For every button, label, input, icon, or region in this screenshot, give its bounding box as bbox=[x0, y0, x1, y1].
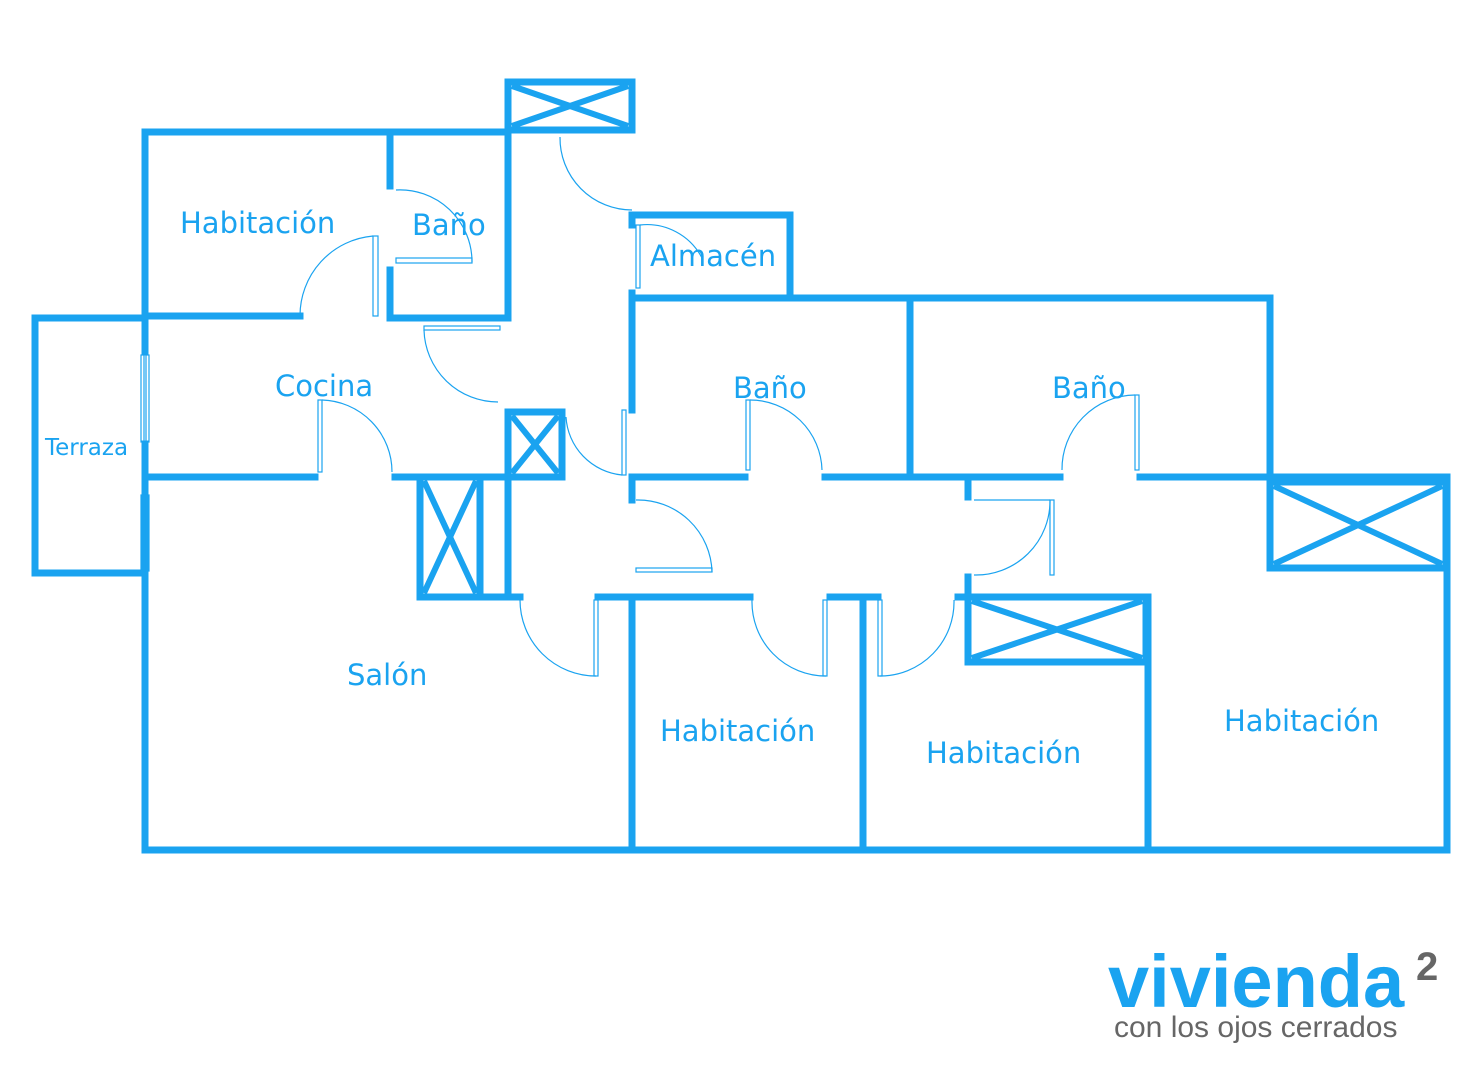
door-salon bbox=[519, 599, 599, 677]
label-salon: Salón bbox=[347, 658, 427, 692]
label-habitacion-1: Habitación bbox=[180, 206, 335, 240]
door-cocina-corridor bbox=[565, 409, 627, 476]
label-almacen: Almacén bbox=[650, 239, 776, 273]
shaft-hab4 bbox=[1266, 478, 1450, 572]
shaft-top bbox=[504, 78, 636, 134]
door-terraza-2 bbox=[140, 494, 150, 572]
logo-tagline: con los ojos cerrados bbox=[1114, 1011, 1398, 1044]
wall-almacen bbox=[628, 211, 794, 302]
logo-superscript: 2 bbox=[1416, 945, 1439, 989]
door-cocina-bottom bbox=[317, 399, 393, 473]
door-terraza-1 bbox=[140, 354, 150, 443]
room-labels: Habitación Baño Almacén Cocina Terraza B… bbox=[44, 206, 1379, 770]
door-corridor-right bbox=[973, 499, 1055, 576]
label-bano-1: Baño bbox=[412, 208, 486, 242]
label-bano-2: Baño bbox=[733, 371, 807, 405]
label-habitacion-4: Habitación bbox=[1224, 704, 1379, 738]
door-corridor bbox=[635, 499, 713, 573]
shaft-salon bbox=[416, 473, 484, 601]
door-habitacion-2 bbox=[751, 599, 828, 677]
doors bbox=[140, 136, 1140, 677]
label-bano-3: Baño bbox=[1052, 371, 1126, 405]
door-almacen bbox=[635, 224, 703, 289]
door-bano-3 bbox=[1061, 394, 1140, 471]
door-habitacion-1 bbox=[299, 235, 379, 317]
door-bano-2 bbox=[745, 399, 823, 471]
wall-bano1-right bbox=[386, 128, 512, 322]
door-cocina-top bbox=[423, 325, 501, 403]
label-terraza: Terraza bbox=[44, 435, 128, 461]
logo: vivienda 2 con los ojos cerrados bbox=[1108, 945, 1468, 1055]
label-cocina: Cocina bbox=[275, 369, 373, 403]
door-habitacion-3 bbox=[877, 599, 955, 677]
door-bano-1 bbox=[395, 189, 473, 264]
shaft-hab3 bbox=[964, 593, 1150, 666]
wall-salon-left bbox=[141, 478, 1451, 854]
label-habitacion-2: Habitación bbox=[660, 714, 815, 748]
door-hall-top bbox=[559, 136, 633, 211]
shafts bbox=[416, 78, 1450, 666]
logo-wordmark: vivienda bbox=[1108, 940, 1405, 1023]
label-habitacion-3: Habitación bbox=[926, 736, 1081, 770]
wall-terraza bbox=[31, 314, 149, 577]
shaft-cocina bbox=[504, 408, 566, 481]
